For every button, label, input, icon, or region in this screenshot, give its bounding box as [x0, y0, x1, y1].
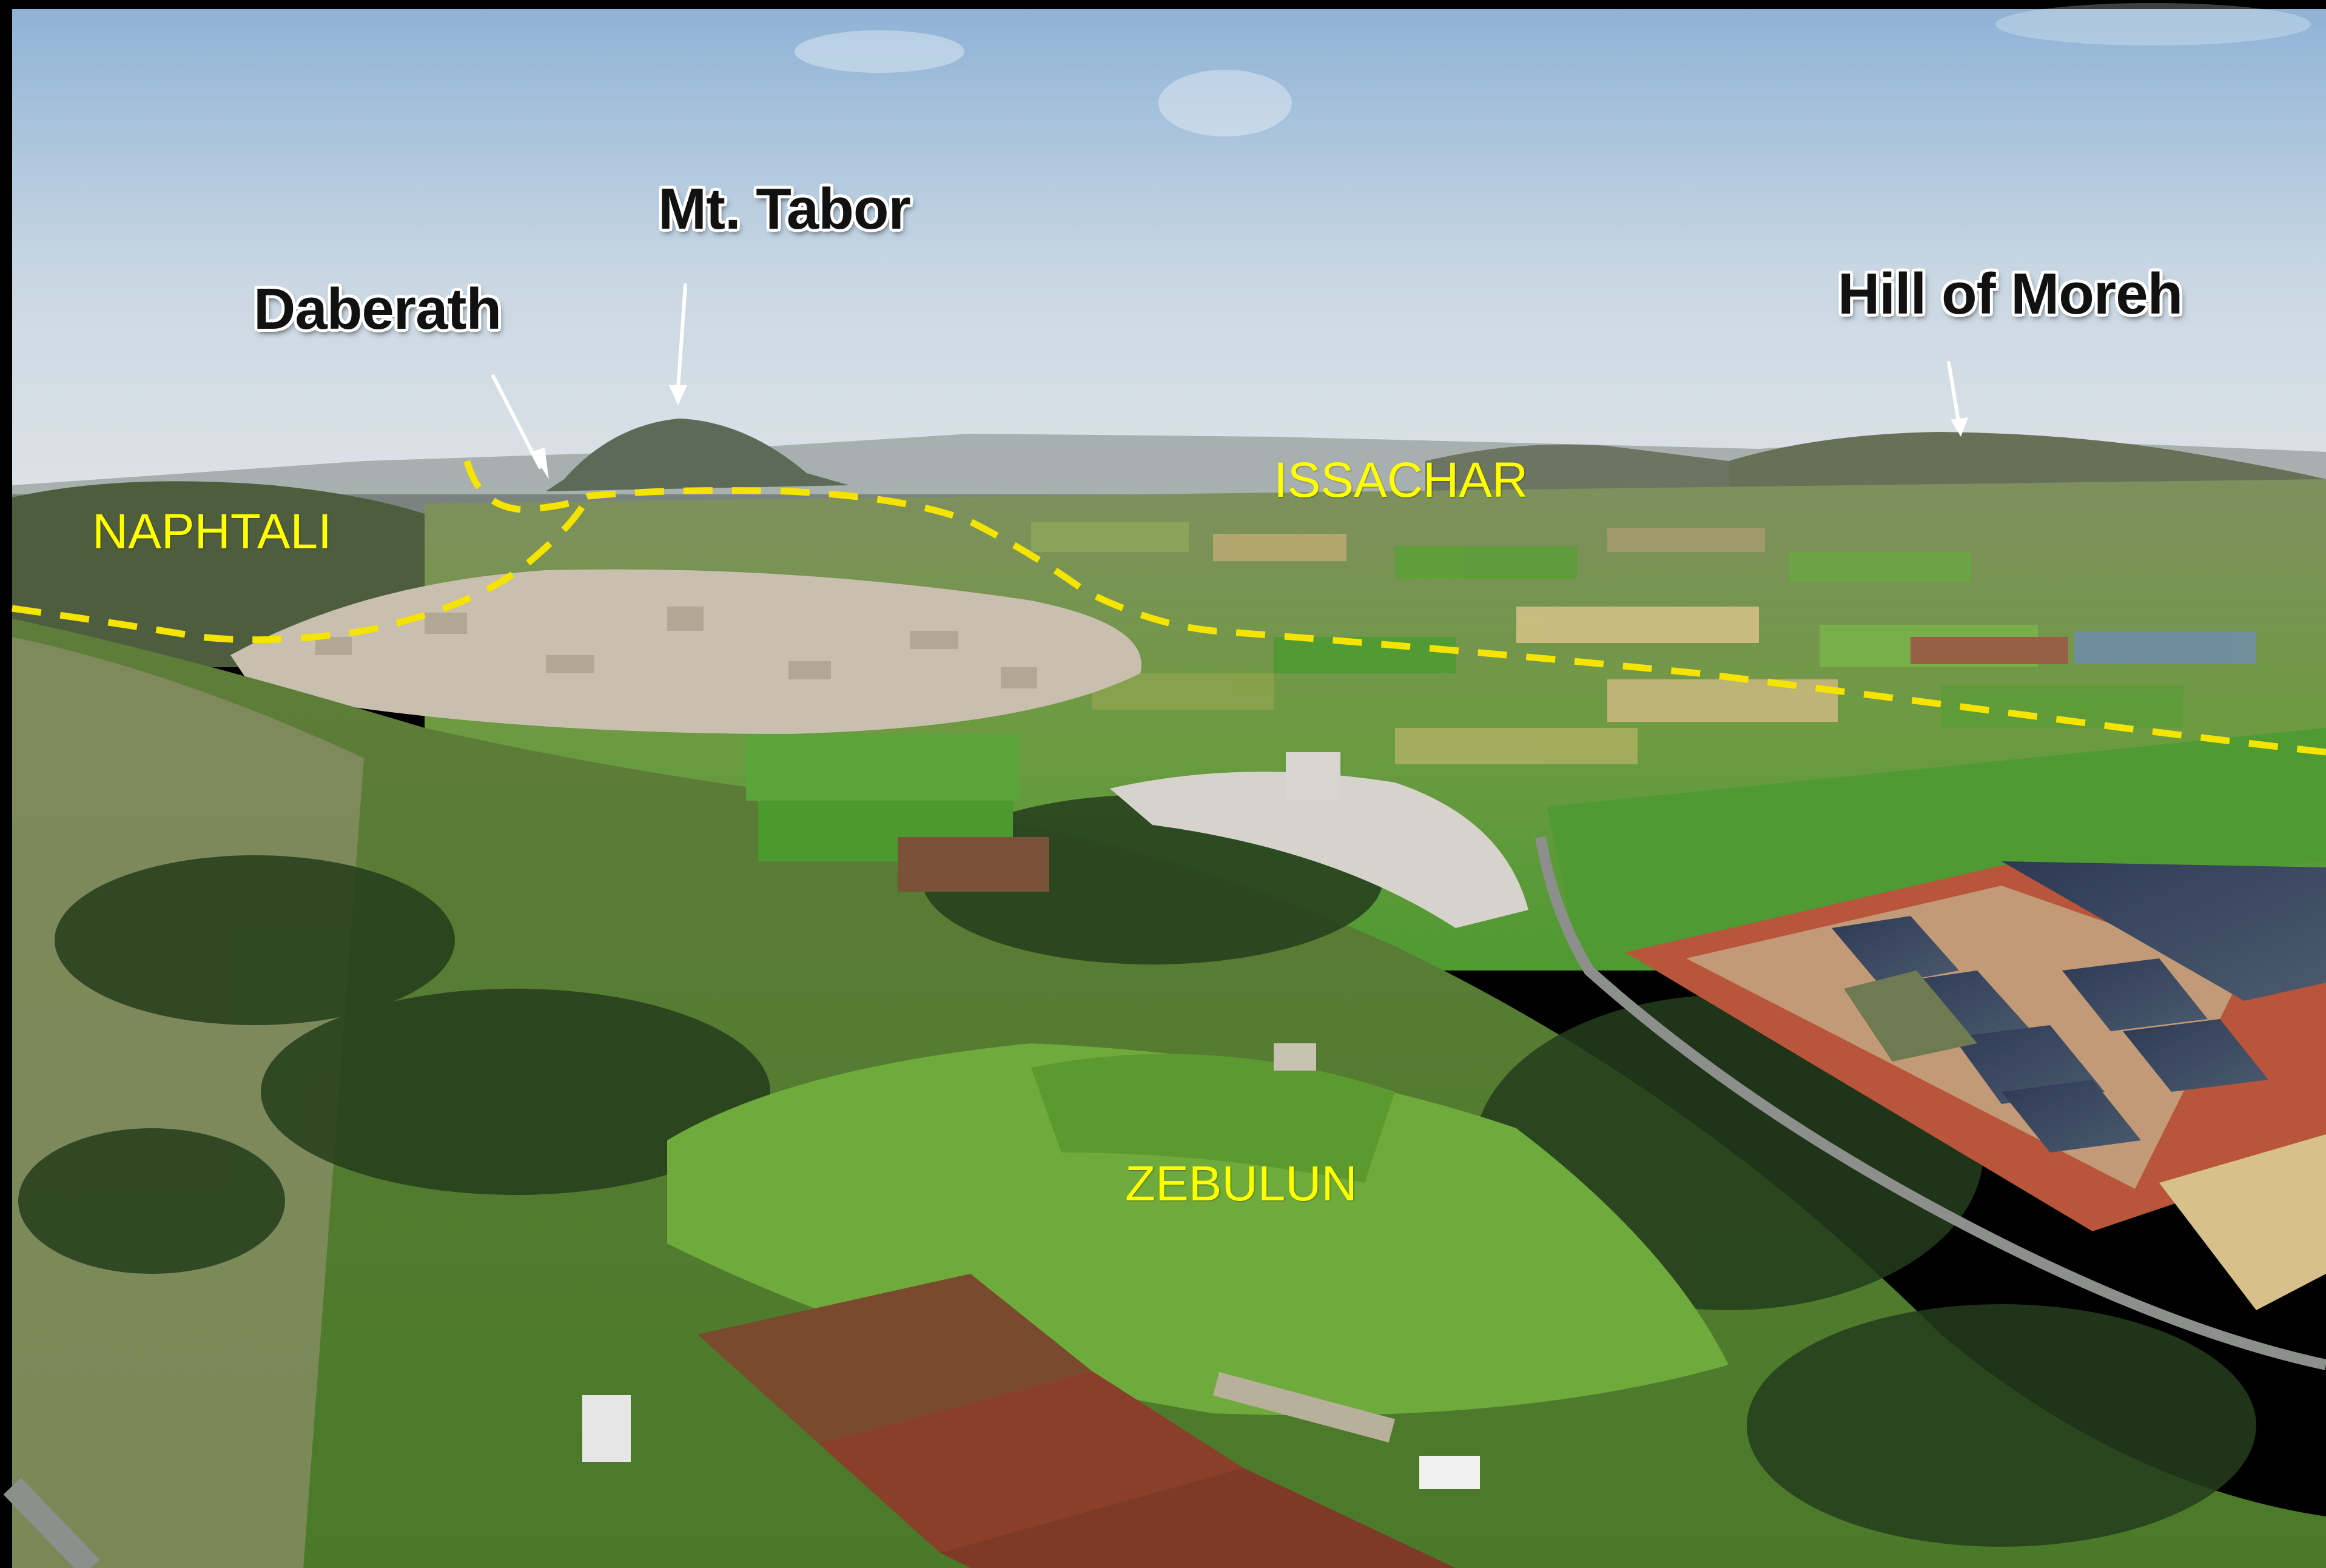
region-label-issachar: ISSACHAR [1274, 453, 1528, 508]
callout-daberath: Daberath [254, 277, 502, 342]
region-label-zebulun: ZEBULUN [1125, 1156, 1357, 1211]
callout-mt-tabor: Mt. Tabor [658, 177, 911, 241]
callout-hill-of-moreh: Hill of Moreh [1838, 261, 2183, 326]
region-label-naphtali: NAPHTALI [92, 504, 332, 559]
